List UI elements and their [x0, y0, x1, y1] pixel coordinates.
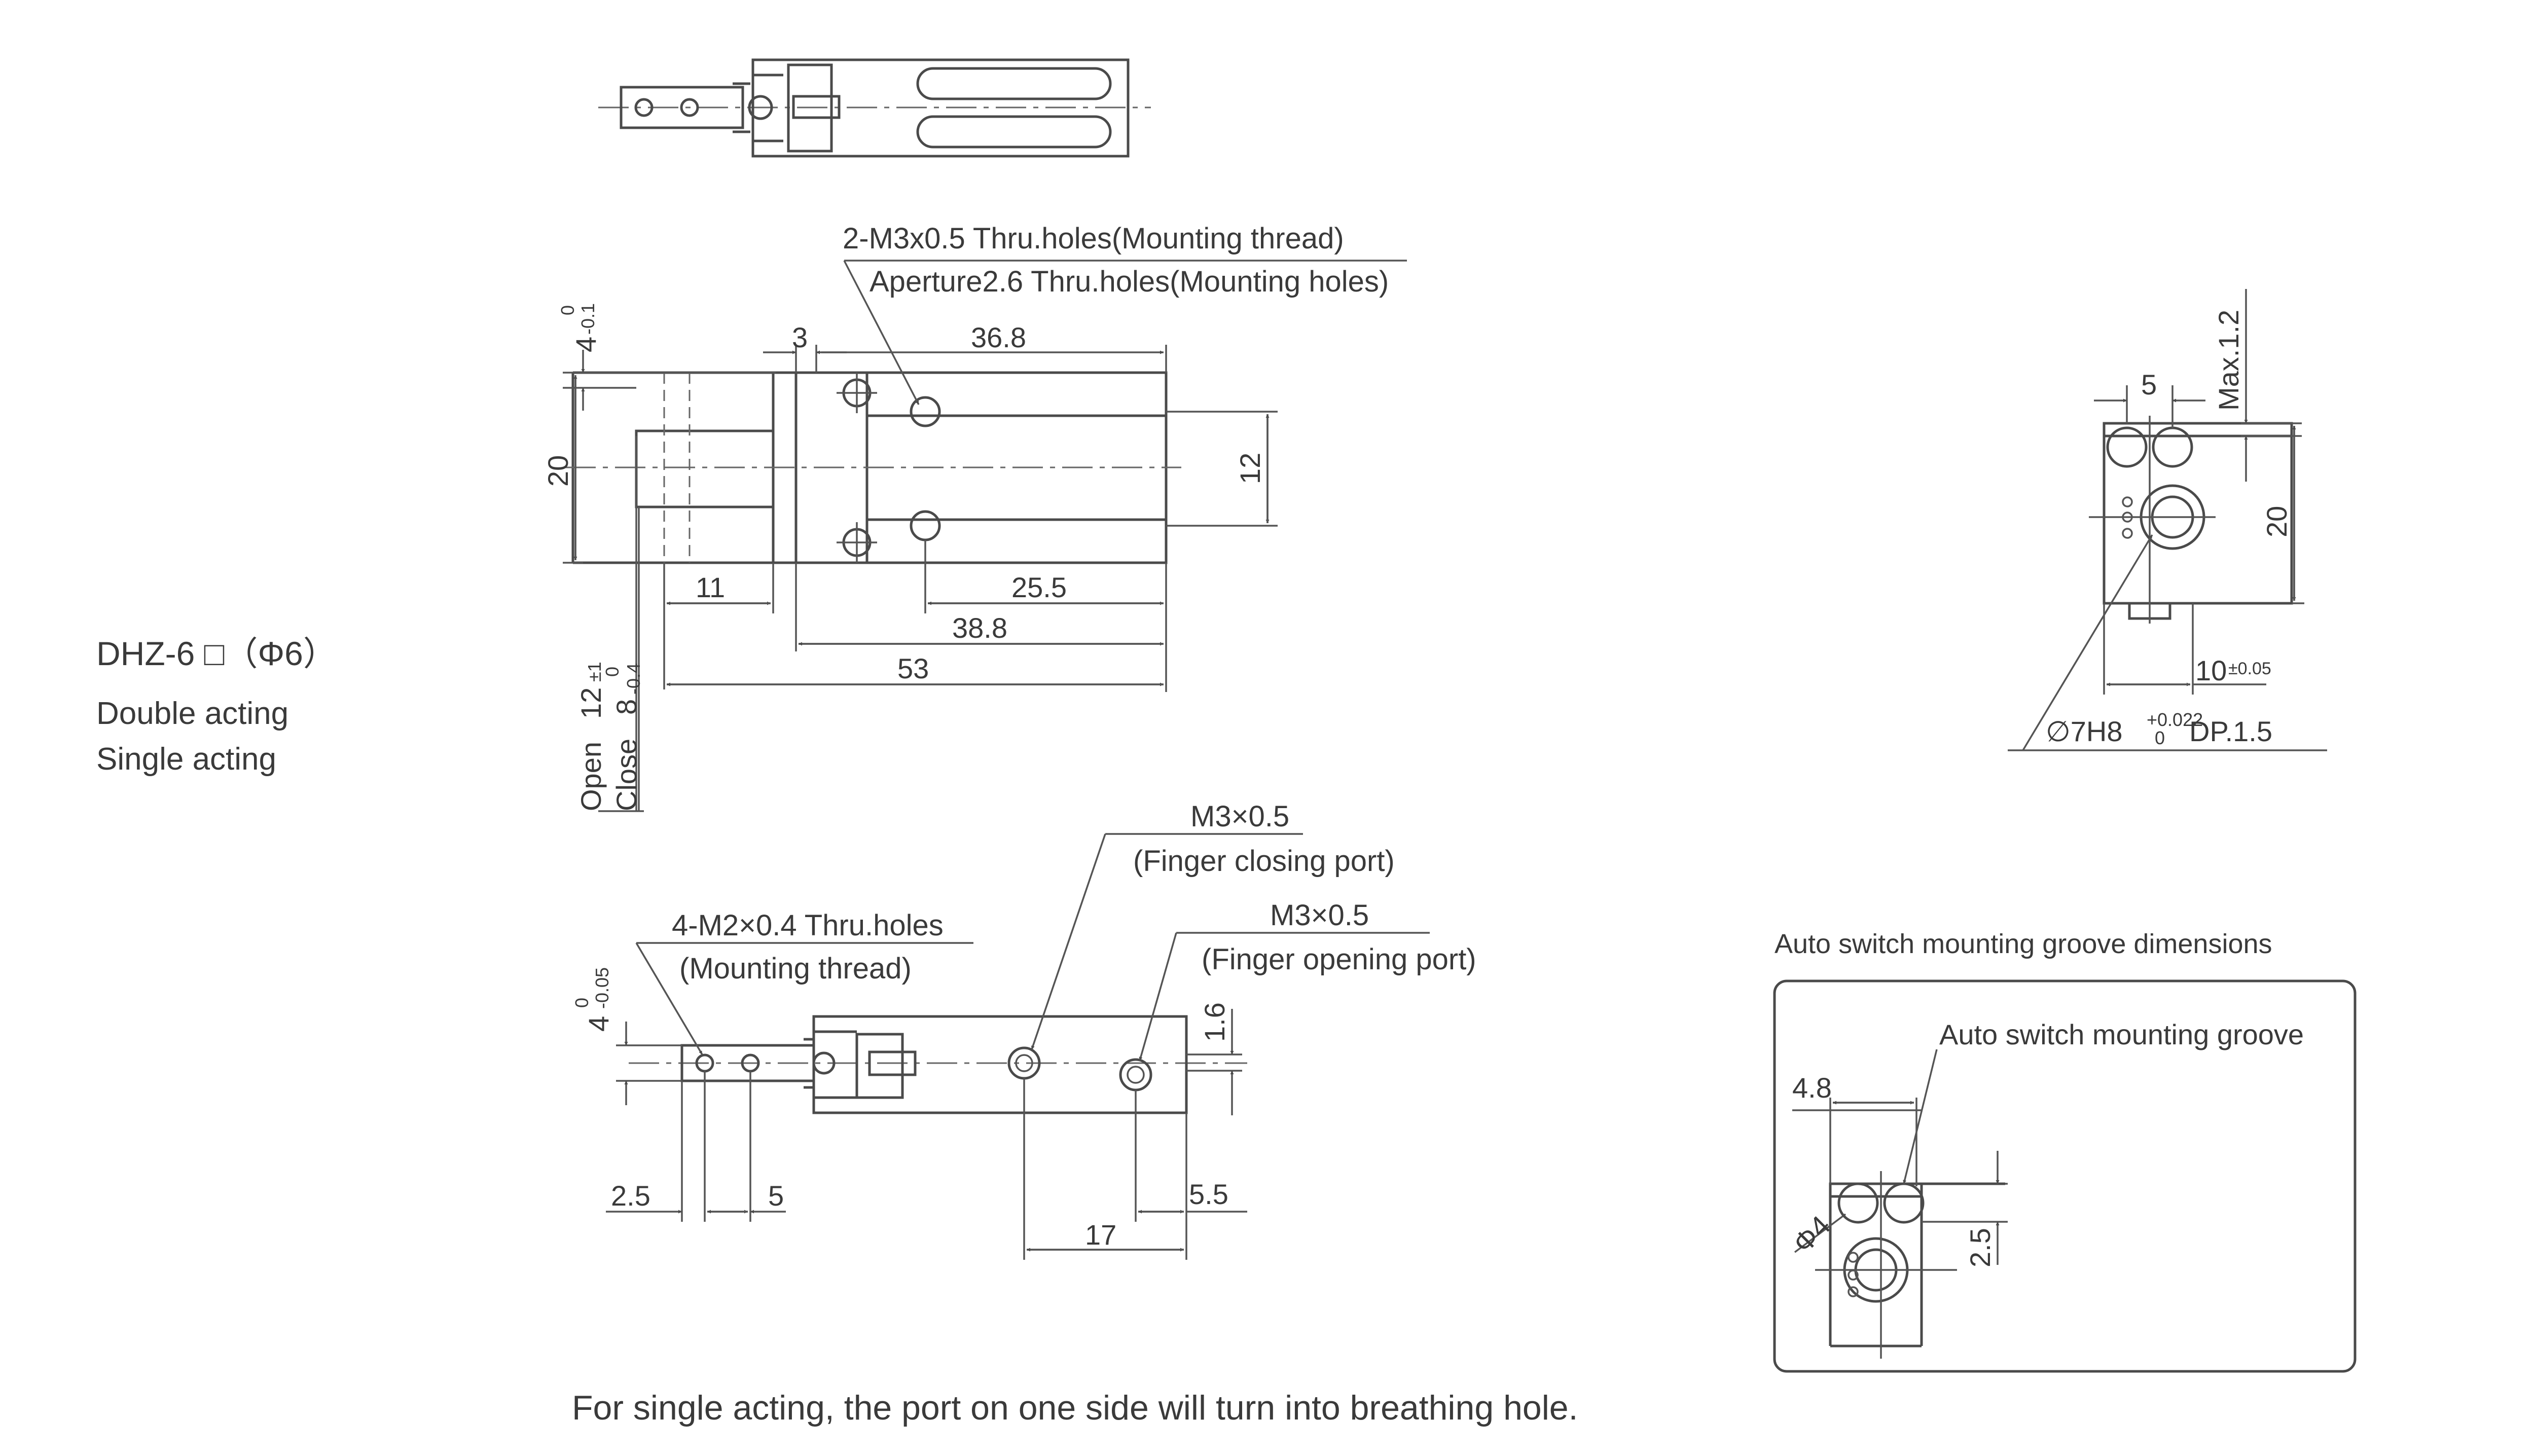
dim-38-8: 38.8: [952, 612, 1007, 644]
bottom-view-dimensions: [606, 833, 1430, 1260]
opening-port-label: (Finger opening port): [1202, 943, 1476, 976]
top-view: [598, 58, 1151, 158]
dim-4-front-tol-lower: -0.1: [577, 303, 598, 335]
mounting-thread-label: (Mounting thread): [679, 952, 912, 985]
footnote: For single acting, the port on one side …: [572, 1389, 1578, 1427]
labels: DHZ-6 □（Φ6） Double acting Single acting …: [96, 222, 2304, 1427]
dim-20-front: 20: [542, 455, 574, 487]
groove-detail-frame: [1773, 979, 2357, 1373]
dim-max-1-2: Max.1.2: [2213, 310, 2244, 411]
closing-port-label: (Finger closing port): [1133, 845, 1395, 878]
dim-4-bottom-tol-lower: -0.05: [592, 967, 612, 1009]
callout-mounting-holes: Aperture2.6 Thru.holes(Mounting holes): [870, 265, 1389, 298]
dim-phi4: Φ4: [1787, 1209, 1836, 1259]
open-tol: ±1: [584, 662, 605, 682]
close-tol-lower: -0.4: [623, 663, 644, 695]
dim-5-5: 5.5: [1189, 1178, 1228, 1210]
dim-4-8: 4.8: [1792, 1072, 1832, 1104]
dim-20-side: 20: [2261, 506, 2293, 537]
dim-25-5: 25.5: [1011, 571, 1067, 603]
dim-11: 11: [696, 571, 725, 603]
dim-5-side: 5: [2141, 369, 2157, 401]
dim-12: 12: [1234, 453, 1266, 484]
model-type-double: Double acting: [96, 696, 288, 731]
model-type-single: Single acting: [96, 742, 276, 777]
close-value: 8: [610, 699, 642, 715]
close-label: Close: [610, 739, 642, 811]
close-tol-upper: 0: [602, 667, 623, 677]
dim-4-front: 4: [570, 337, 602, 352]
dim-5-bottom: 5: [768, 1180, 784, 1212]
dim-4-front-tol-upper: 0: [557, 305, 578, 315]
mounting-thread-spec: 4-M2×0.4 Thru.holes: [672, 909, 944, 942]
dim-3: 3: [792, 321, 808, 353]
dim-10-tol: ±0.05: [2228, 659, 2271, 678]
callout-mounting-thread: 2-M3x0.5 Thru.holes(Mounting thread): [843, 222, 1344, 255]
dim-17: 17: [1085, 1219, 1116, 1251]
dim-1-6: 1.6: [1199, 1002, 1230, 1042]
side-view: [2089, 416, 2293, 624]
bore-suffix: DP.1.5: [2189, 715, 2272, 747]
groove-detail: [1773, 979, 2357, 1373]
dim-10: 10: [2195, 654, 2227, 686]
closing-port-thread: M3×0.5: [1190, 800, 1289, 833]
dim-4-bottom: 4: [583, 1016, 614, 1032]
dim-2-5-groove: 2.5: [1964, 1228, 1996, 1267]
bore-tol-lower: 0: [2155, 727, 2165, 748]
bore-prefix: ∅7H8: [2046, 715, 2123, 747]
groove-label: Auto switch mounting groove: [1939, 1018, 2304, 1050]
dim-36-8: 36.8: [971, 321, 1026, 353]
dim-4-bottom-tol-upper: 0: [571, 998, 592, 1008]
model-name: DHZ-6 □（Φ6）: [96, 635, 337, 672]
opening-port-thread: M3×0.5: [1270, 899, 1369, 932]
bore-tol-upper: +0.022: [2147, 709, 2203, 730]
dim-2-5-bottom: 2.5: [611, 1180, 650, 1212]
side-view-dimensions: [2008, 289, 2327, 751]
front-view: [565, 371, 1181, 564]
open-label: Open: [575, 742, 607, 811]
groove-title: Auto switch mounting groove dimensions: [1774, 929, 2272, 959]
dim-53: 53: [897, 652, 929, 684]
open-value: 12: [575, 687, 607, 719]
bottom-view: [629, 1015, 1247, 1114]
front-view-dimensions: [563, 260, 1407, 812]
